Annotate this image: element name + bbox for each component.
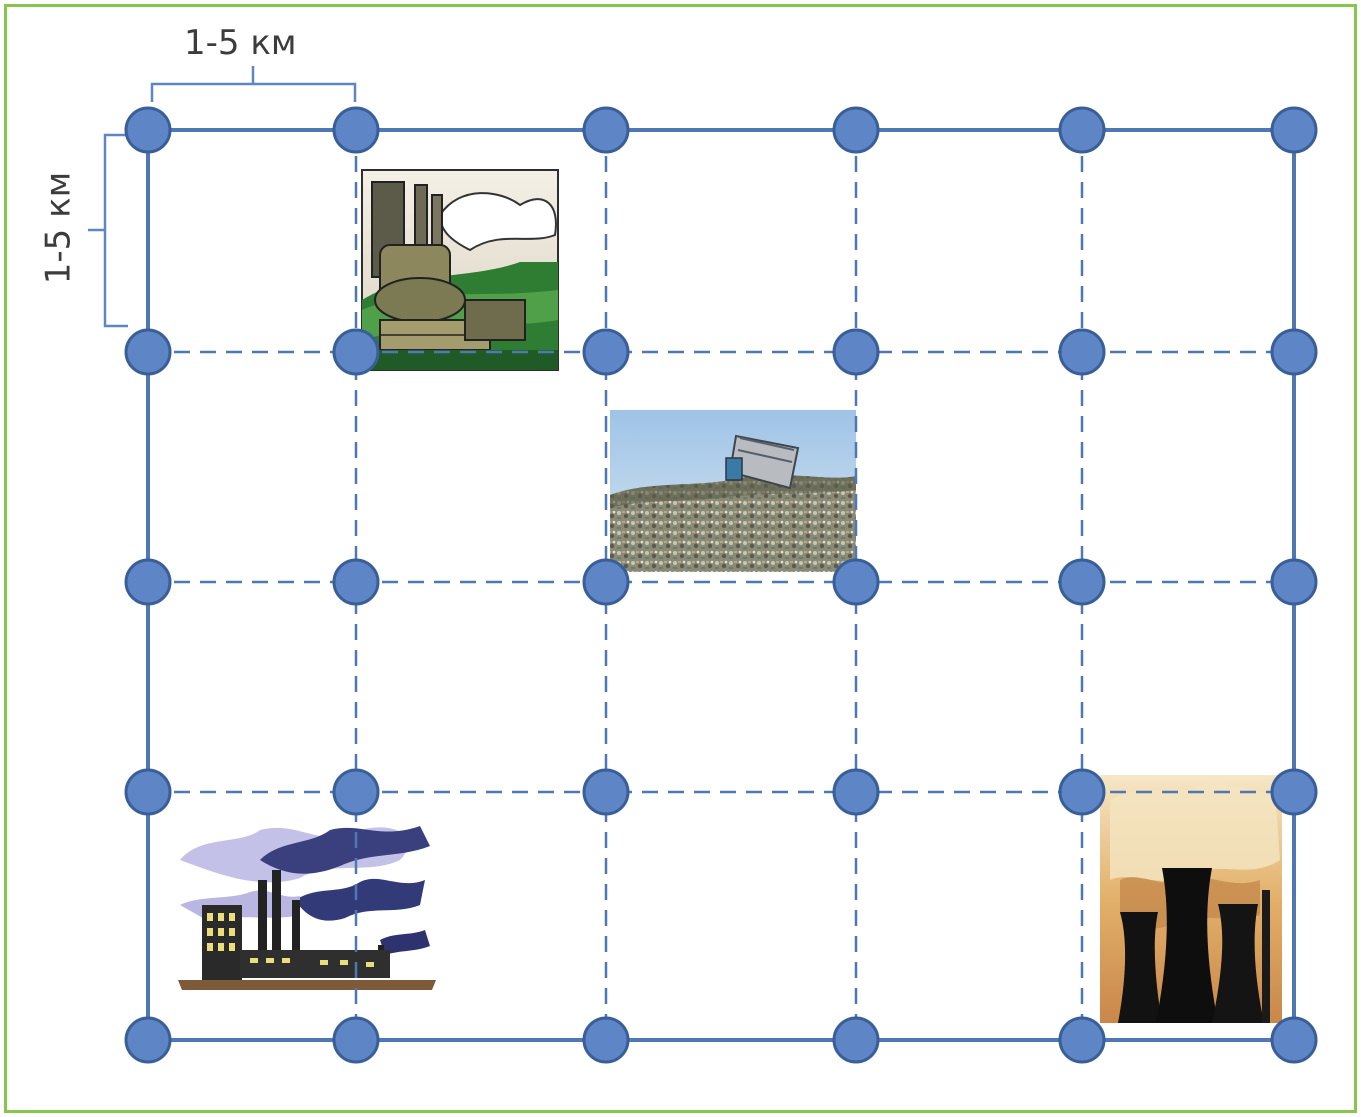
sampling-point xyxy=(834,330,878,374)
vertical-scale-bracket xyxy=(88,135,128,326)
sampling-point xyxy=(584,330,628,374)
sampling-point xyxy=(1272,330,1316,374)
scale-brackets xyxy=(88,66,355,326)
sampling-point xyxy=(1060,770,1104,814)
sampling-point xyxy=(126,770,170,814)
sampling-point xyxy=(834,770,878,814)
power-plant-clipart xyxy=(362,170,558,370)
sampling-point xyxy=(1272,1018,1316,1062)
sampling-point xyxy=(1272,770,1316,814)
sampling-point xyxy=(1060,1018,1104,1062)
sampling-point xyxy=(584,108,628,152)
sampling-point xyxy=(1272,560,1316,604)
horizontal-scale-label: 1-5 км xyxy=(184,26,297,60)
factory-smoke-clipart xyxy=(178,826,436,990)
sampling-point xyxy=(126,330,170,374)
sampling-point xyxy=(334,1018,378,1062)
cooling-towers-photo xyxy=(1100,775,1282,1023)
sampling-point xyxy=(334,330,378,374)
sampling-point xyxy=(1060,108,1104,152)
sampling-point xyxy=(1060,560,1104,604)
horizontal-scale-bracket xyxy=(152,66,355,102)
sampling-point xyxy=(1272,108,1316,152)
sampling-point xyxy=(334,108,378,152)
sampling-point xyxy=(126,108,170,152)
sampling-point xyxy=(126,560,170,604)
sampling-point xyxy=(334,770,378,814)
sampling-point xyxy=(834,560,878,604)
sampling-point xyxy=(1060,330,1104,374)
sampling-point xyxy=(584,1018,628,1062)
landfill-photo xyxy=(610,410,856,572)
sampling-point xyxy=(584,560,628,604)
sampling-point xyxy=(834,108,878,152)
sampling-point xyxy=(834,1018,878,1062)
sampling-point xyxy=(126,1018,170,1062)
vertical-scale-label: 1-5 км xyxy=(41,172,75,285)
sampling-point xyxy=(334,560,378,604)
sampling-point xyxy=(584,770,628,814)
